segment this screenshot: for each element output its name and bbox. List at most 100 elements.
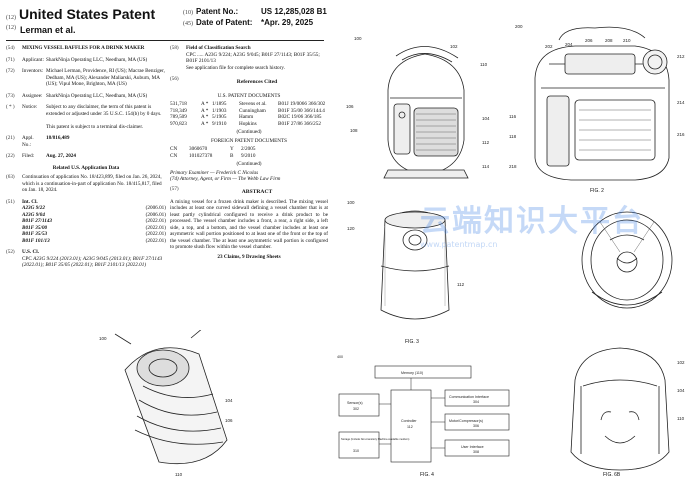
figure-2-drawing: 200 202 204 206 208 210 212 214 216 218 …: [509, 24, 685, 181]
foreign-ref-date: 9/2010: [241, 152, 256, 159]
fig-6b-label: FIG. 6B: [603, 472, 621, 478]
abstract-title: ABSTRACT: [241, 188, 273, 195]
int-class-date: (2022.01): [145, 231, 166, 237]
refs-tag: (56): [170, 76, 179, 82]
us-ref-kind: A *: [201, 114, 209, 121]
references-column: (58) Field of Classification Search CPC …: [170, 45, 328, 260]
foreign-ref-no: 101027378: [189, 152, 213, 159]
notice-value: Subject to any disclaimer, the term of t…: [46, 104, 162, 117]
inventors-label: Inventors:: [22, 68, 44, 74]
figure-lower-drawing: 100 104 106 110: [99, 330, 233, 477]
foreign-ref-kind: B: [230, 152, 234, 159]
filed-tag: (22): [6, 153, 15, 159]
ref-118: 118: [509, 134, 517, 139]
ref-lower-106: 106: [225, 418, 233, 423]
ref-lower-110: 110: [175, 472, 183, 477]
cpc-value: A23G 9/224 (2013.01); A23G 9/045 (2013.0…: [22, 255, 163, 269]
ref-400: 400: [337, 355, 343, 359]
ref-108: 108: [350, 128, 358, 133]
header-rule: [6, 40, 324, 41]
tag-12: (12): [6, 15, 16, 21]
int-class-code: B01F 35/00: [22, 224, 48, 231]
patent-number-block: (10) Patent No.: US 12,285,028 B1 (45) D…: [183, 7, 343, 29]
ref-204: 204: [565, 42, 573, 47]
notice-field: ( * ) Notice: Subject to any disclaimer,…: [6, 104, 166, 130]
int-cl-field: (51) Int. Cl. A23G 9/22(2006.01)A23G 9/0…: [6, 199, 166, 245]
fig-2-label: FIG. 2: [590, 188, 604, 194]
ref-210: 210: [623, 38, 631, 43]
foreign-reference-row: CN 101027378 B 9/2010: [170, 153, 328, 160]
label-controller-no: 112: [407, 425, 413, 429]
us-ref-no: 970,823: [170, 120, 187, 127]
box-sensors: [338, 393, 380, 417]
figure-3: 100 120 112 FIG. 3: [345, 196, 485, 345]
inventors-tag: (72): [6, 68, 15, 74]
label-controller: Controller: [401, 419, 417, 423]
date-tag: (45): [183, 21, 193, 27]
inventors-short: Lerman et al.: [20, 25, 76, 35]
foreign-ref-no: 3060670: [189, 146, 208, 153]
title-tag: (54): [6, 45, 15, 51]
assignee-field: (73) Assignee: SharkNinja Operating LLC,…: [6, 93, 166, 100]
uscl-tag: (52): [6, 249, 15, 255]
patent-number: US 12,285,028 B1: [261, 7, 327, 16]
patent-header: (12) United States Patent (12) Lerman et…: [6, 6, 336, 35]
figure-6b-drawing: 102 104 110: [570, 347, 685, 471]
applicant-tag: (71): [6, 56, 15, 63]
abstract-text: A mixing vessel for a frozen drink maker…: [170, 198, 328, 251]
label-storage-no: 310: [353, 449, 359, 453]
assignee-value: SharkNinja Operating LLC, Needham, MA (U…: [46, 92, 148, 99]
int-class-row: B01F 27/1143(2022.01): [22, 218, 166, 225]
label-user-interface: User Interface: [461, 445, 484, 449]
related-data-title: Related U.S. Application Data: [52, 164, 120, 171]
foreign-docs-title: FOREIGN PATENT DOCUMENTS: [210, 137, 288, 144]
us-ref-kind: A *: [201, 107, 209, 114]
ref-112: 112: [482, 140, 490, 145]
bibliographic-column: (54) MIXING VESSEL BAFFLES FOR A DRINK M…: [6, 45, 166, 274]
int-class-list: A23G 9/22(2006.01)A23G 9/04(2006.01)B01F…: [22, 205, 166, 244]
us-ref-kind: A *: [201, 101, 209, 108]
uscl-label: U.S. Cl.: [22, 249, 40, 255]
us-ref-name: Hamm: [239, 114, 254, 121]
continuation-field: (63) Continuation of application No. 18/…: [6, 174, 166, 194]
figure-4-diagram: 400 Memory (110) Sensor(s) 302 Controlle…: [337, 355, 510, 463]
continuation-text: Continuation of application No. 18/423,8…: [22, 174, 162, 193]
terminal-disclaimer: This patent is subject to a terminal dis…: [46, 123, 144, 130]
filed-label: Filed:: [22, 153, 35, 159]
appl-label: Appl. No.:: [22, 135, 34, 148]
watermark: 云端知识大平台 www.patentmap.cn: [420, 196, 700, 286]
ref-120: 120: [347, 226, 355, 231]
cont-tag: (63): [6, 174, 15, 180]
appl-no-value: 18/816,489: [46, 135, 70, 141]
foreign-ref-cc: CN: [170, 146, 178, 153]
field-cpc: CPC ..... A23G 9/224; A23G 9/045; B01F 2…: [186, 51, 320, 65]
notice-tag: ( * ): [6, 104, 15, 110]
assignee-label: Assignee:: [22, 92, 43, 99]
ref-200: 200: [515, 24, 523, 29]
applicant-field: (71) Applicant: SharkNinja Operating LLC…: [6, 57, 166, 64]
figure-5: [562, 200, 692, 330]
title-field: (54) MIXING VESSEL BAFFLES FOR A DRINK M…: [6, 45, 166, 52]
int-class-date: (2006.01): [145, 205, 166, 211]
figure-1-lower: 100 104 106 110: [95, 330, 250, 480]
foreign-ref-cc: CN: [170, 152, 178, 159]
label-memory: Memory (110): [401, 371, 423, 375]
ref-6b-102: 102: [677, 360, 685, 365]
ref-106: 106: [346, 104, 354, 109]
ref-212: 212: [677, 54, 685, 59]
ref-lower-104: 104: [225, 398, 233, 403]
us-ref-date: 1/1903: [212, 107, 227, 114]
field-title: Field of Classification Search: [186, 45, 251, 51]
label-user-interface-no: 308: [473, 450, 479, 454]
box-controller: [390, 389, 432, 463]
attorney-agent: (74) Attorney, Agent, or Firm — The Webb…: [170, 176, 281, 183]
int-class-date: (2022.01): [145, 237, 166, 244]
field-of-search: (58) Field of Classification Search CPC …: [170, 45, 328, 71]
ref-214: 214: [677, 100, 685, 105]
us-docs-title: U.S. PATENT DOCUMENTS: [217, 92, 281, 99]
appl-no-field: (21) Appl. No.: 18/816,489: [6, 135, 166, 148]
ref-116: 116: [509, 114, 517, 119]
